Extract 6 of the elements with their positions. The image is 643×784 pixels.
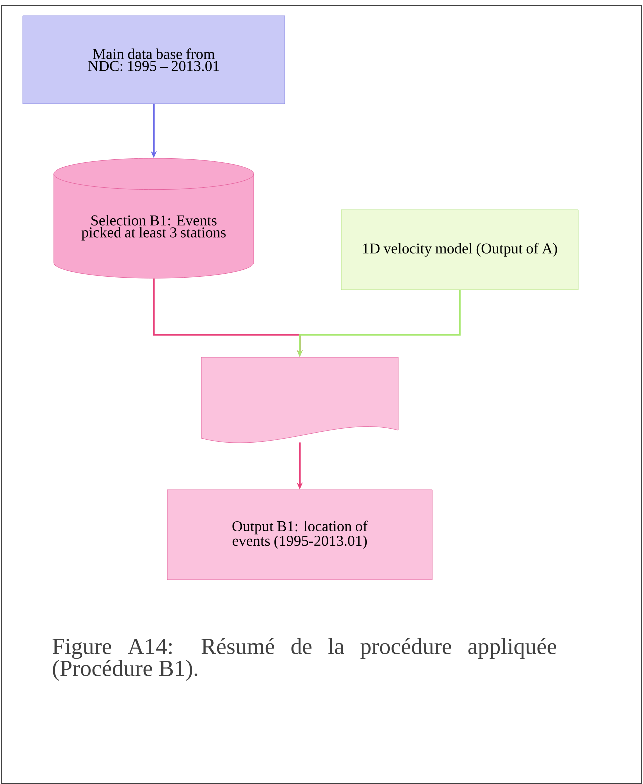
figure-caption: Figure A14: Résumé de la procédure appliquée (Procédure B1). xyxy=(52,638,556,682)
process-box: 1D velocity model (Output of A) xyxy=(341,210,579,290)
database-cylinder: Selection B1: Events picked at least 3 stations xyxy=(54,158,254,279)
process-box: Output B1: location of events (1995-2013.01) xyxy=(167,490,433,580)
document-shape xyxy=(201,357,399,444)
process-box: Main data base from NDC: 1995 – 2013.01 xyxy=(22,16,286,104)
